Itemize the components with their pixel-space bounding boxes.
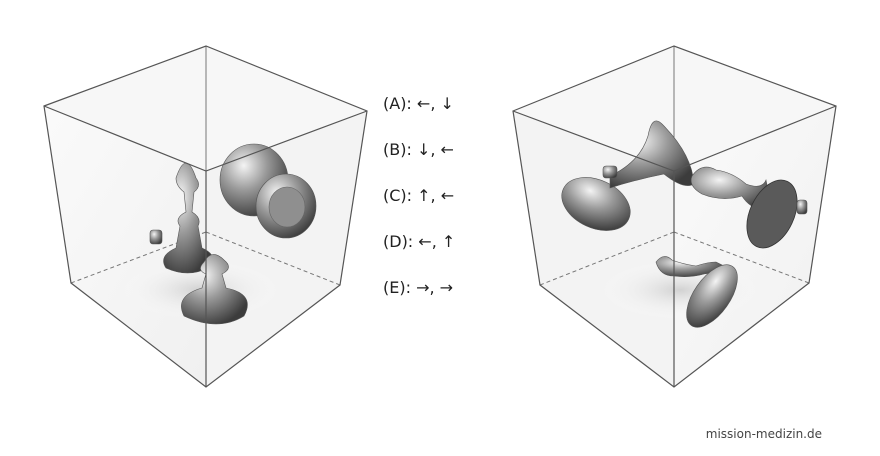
small-pawn: [181, 254, 248, 325]
right-cube-hidden-edge: [673, 231, 810, 284]
right-cube-hidden-edge: [539, 231, 675, 286]
left-cube-outline: [43, 45, 368, 388]
left-cube-objects: [149, 143, 317, 325]
right-cube-outline: [512, 45, 837, 388]
small-knob: [602, 165, 618, 179]
option-b: (B): ↓, ←: [383, 140, 454, 159]
right-cube: [512, 45, 837, 388]
option-c: (C): ↑, ←: [383, 186, 455, 205]
lower-disc: [686, 264, 738, 328]
source-credit: mission-medizin.de: [705, 427, 822, 441]
left-cube: [43, 45, 368, 388]
option-d: (D): ←, ↑: [383, 232, 456, 251]
dark-disc: [746, 179, 798, 249]
left-cube-hidden-edge: [205, 231, 341, 286]
answer-options: (A): ←, ↓ (B): ↓, ← (C): ↑, ← (D): ←, ↑ …: [383, 92, 455, 322]
option-e: (E): →, →: [383, 278, 454, 297]
option-a: (A): ←, ↓: [383, 94, 454, 113]
small-knob: [796, 199, 808, 215]
disc-piece: [561, 177, 631, 231]
round-piece-inner: [268, 186, 306, 228]
small-knob: [149, 229, 163, 245]
